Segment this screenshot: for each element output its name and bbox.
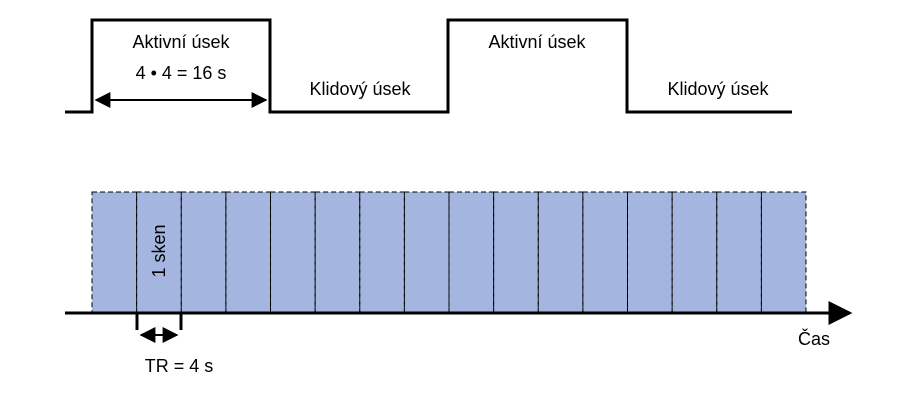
one-scan-label: 1 sken: [149, 224, 169, 277]
tr-bracket: [135, 313, 183, 343]
time-axis-label: Čas: [798, 328, 830, 349]
scan-blocks: [91, 191, 807, 314]
active-block-1-duration: 4 • 4 = 16 s: [136, 63, 227, 83]
rest-block-2-label: Klidový úsek: [667, 79, 769, 99]
active-block-2-label: Aktivní úsek: [488, 32, 586, 52]
block-design-waveform: [65, 18, 792, 114]
tr-label: TR = 4 s: [145, 356, 214, 376]
active-block-1-label: Aktivní úsek: [132, 32, 230, 52]
rest-block-1-label: Klidový úsek: [309, 79, 411, 99]
